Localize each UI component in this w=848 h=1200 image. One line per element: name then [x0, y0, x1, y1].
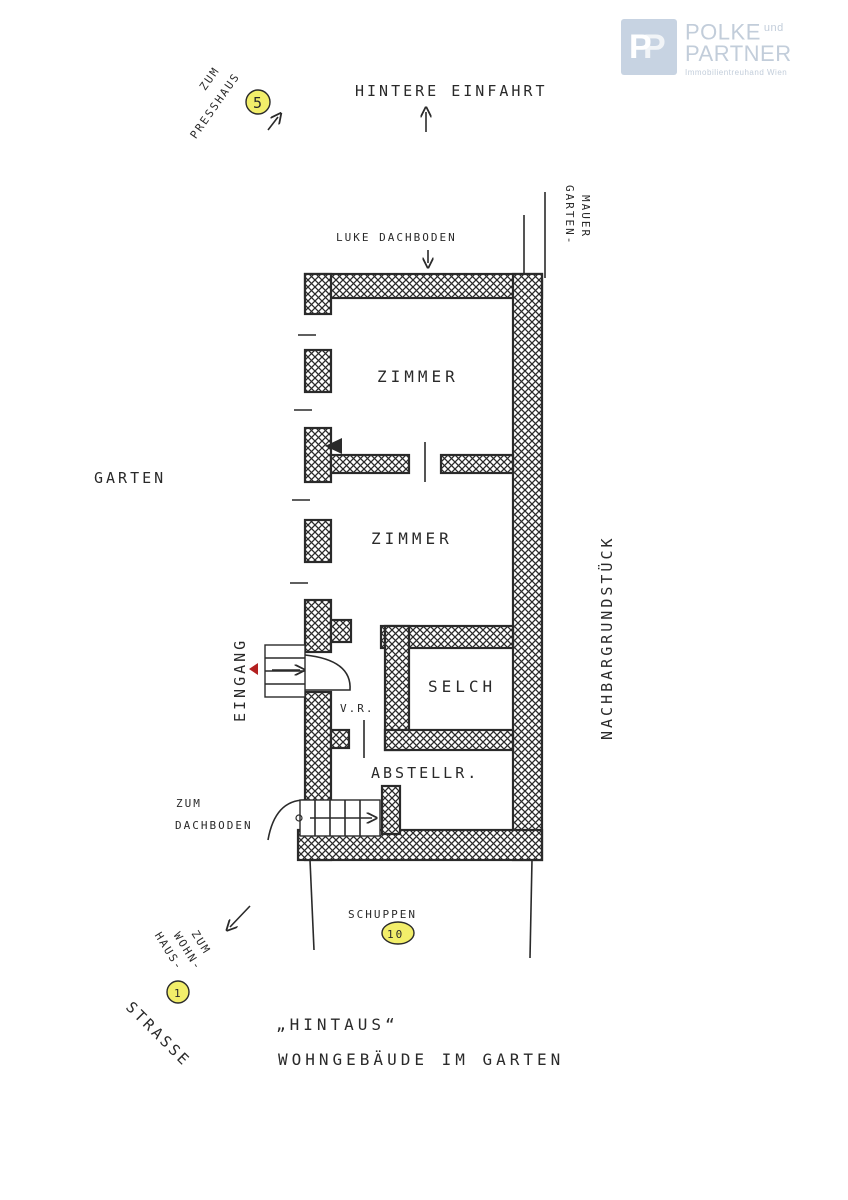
room-selch: SELCH [428, 677, 496, 696]
wall-divider-right [439, 453, 515, 475]
schuppen-line-left [309, 859, 315, 951]
title-line-1: „HINTAUS“ [276, 1015, 399, 1034]
label-schuppen: SCHUPPEN [348, 908, 417, 921]
wall-selch-bottom [383, 728, 515, 752]
logo-name-2: PARTNER [685, 41, 792, 67]
wall-abstell-left [380, 784, 402, 836]
wall-left-3 [303, 426, 333, 484]
label-nachbargrundstueck: NACHBARGRUNDSTÜCK [597, 535, 616, 740]
schuppen-number: 10 [387, 928, 404, 941]
wall-divider-left [329, 453, 411, 475]
entrance-stairs [249, 644, 351, 698]
label-hintere-einfahrt: HINTERE EINFAHRT [355, 82, 548, 100]
wohnhaus-number: 1 [174, 987, 183, 1000]
label-zum-dachboden-2: DACHBODEN [175, 819, 253, 832]
label-eingang: EINGANG [231, 638, 249, 722]
stove-marker [325, 438, 342, 454]
label-zum-dachboden-1: ZUM [176, 797, 202, 810]
entrance-marker [249, 663, 258, 675]
wall-left-2 [303, 348, 333, 394]
label-gartenmauer: GARTEN- MAUER [563, 185, 592, 245]
title-line-2: WOHNGEBÄUDE IM GARTEN [278, 1050, 564, 1069]
arrow-presshaus [267, 117, 278, 131]
building [290, 272, 544, 862]
room-vorraum: V.R. [340, 702, 375, 715]
presshaus-number-badge [245, 89, 271, 115]
attic-stairs [267, 799, 381, 841]
wall-left-4 [303, 518, 333, 564]
wall-top [303, 272, 544, 300]
arrow-wohnhaus [230, 905, 251, 927]
wall-selch-top [379, 624, 515, 650]
logo-mark: P P [621, 19, 677, 75]
svg-text:MAUER: MAUER [579, 195, 592, 238]
logo-name-1: POLKE [685, 19, 761, 45]
schuppen-number-badge [381, 921, 415, 945]
room-zimmer-2: ZIMMER [371, 529, 453, 548]
label-strasse: STRASSE [122, 998, 194, 1070]
wall-right [511, 272, 544, 862]
label-zum-presshaus: ZUM PRESSHAUS [188, 64, 243, 141]
label-luke-dachboden: LUKE DACHBODEN [336, 231, 457, 244]
wall-left-1 [303, 272, 333, 316]
room-abstellraum: ABSTELLR. [371, 764, 479, 782]
schuppen-line-right [529, 859, 533, 959]
wohnhaus-number-badge [166, 980, 190, 1004]
wall-left-stub [329, 618, 353, 644]
wall-left-stub-2 [329, 728, 351, 750]
presshaus-number: 5 [253, 94, 265, 112]
wall-left-5 [303, 598, 333, 654]
label-garten: GARTEN [94, 469, 166, 487]
label-zum-wohnhaus: ZUM WOHN- HAUS- [152, 928, 213, 973]
logo-subline: Immobilientreuhand Wien [685, 68, 788, 78]
svg-text:GARTEN-: GARTEN- [563, 185, 576, 245]
room-zimmer-1: ZIMMER [377, 367, 459, 386]
logo-und: und [763, 21, 784, 34]
